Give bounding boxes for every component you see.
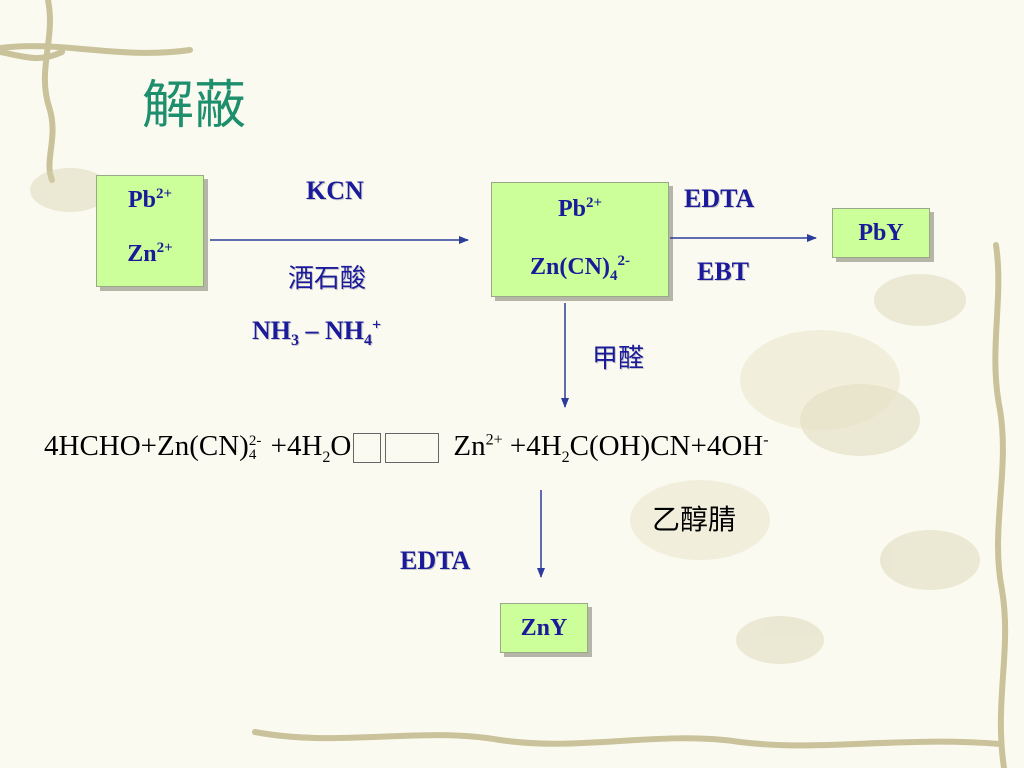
pby-label: PbY (858, 220, 904, 246)
pby-box: PbY (832, 208, 930, 258)
eq-reactants: 4HCHO+Zn(CN) (44, 430, 249, 462)
eq-water-subscript: 2 (322, 448, 331, 466)
nh3-subscript: 3 (291, 332, 299, 350)
zn-ion-label: Zn (127, 241, 157, 267)
zny-box: ZnY (500, 603, 588, 653)
eq-zinc-ion: Zn (453, 430, 486, 462)
eq-water-h: +4H (263, 430, 323, 462)
zn-cyanide-complex-label: Zn(CN) (529, 254, 610, 280)
eq-zinc-charge: 2+ (485, 431, 503, 449)
eq-complex-indices: 2-4 (248, 433, 262, 464)
zn-cyanide-subscript: 4 (610, 267, 618, 284)
eq-hydroxide-charge: - (763, 431, 769, 449)
zn-cyanide-charge: 2- (617, 253, 631, 269)
buffer-dash: – (299, 316, 325, 345)
slide-title: 解蔽 (142, 76, 247, 136)
zny-label: ZnY (520, 615, 568, 641)
nh4-subscript: 4 (364, 332, 372, 350)
edta-label-top: EDTA (684, 184, 755, 213)
eq-water-o: O (330, 430, 352, 462)
nh4-charge: + (372, 316, 382, 334)
eq-complex-charge: 2- (248, 433, 262, 450)
kcn-label: KCN (306, 176, 364, 205)
nh4-label: NH (325, 316, 364, 345)
masked-pb-label: Pb (557, 196, 586, 222)
pb-ion-charge: 2+ (155, 186, 173, 202)
masked-pb-charge: 2+ (585, 195, 603, 211)
eq-product-rest: C(OH)CN+4OH (569, 430, 764, 462)
eq-complex-subscript: 4 (248, 447, 257, 464)
ammonia-buffer-label: NH3 – NH4+ (252, 316, 381, 350)
reaction-arrow-icon (385, 433, 440, 464)
tartaric-acid-label: 酒石酸 (288, 264, 367, 294)
eq-product-subscript: 2 (561, 448, 570, 466)
masked-ions-box: Pb2+ Zn(CN)42- (491, 182, 669, 297)
formaldehyde-label: 甲醛 (592, 344, 645, 374)
glycolonitrile-label: 乙醇腈 (652, 503, 737, 536)
edta-label-bottom: EDTA (400, 546, 471, 575)
nh3-label: NH (252, 316, 291, 345)
zn-ion-charge: 2+ (156, 240, 173, 256)
ebt-label: EBT (697, 257, 750, 286)
eq-product-h: +4H (502, 430, 562, 462)
initial-ions-box: Pb2+ Zn2+ (96, 175, 204, 287)
reaction-condition-icon (353, 433, 382, 464)
pb-ion-label: Pb (127, 187, 156, 213)
